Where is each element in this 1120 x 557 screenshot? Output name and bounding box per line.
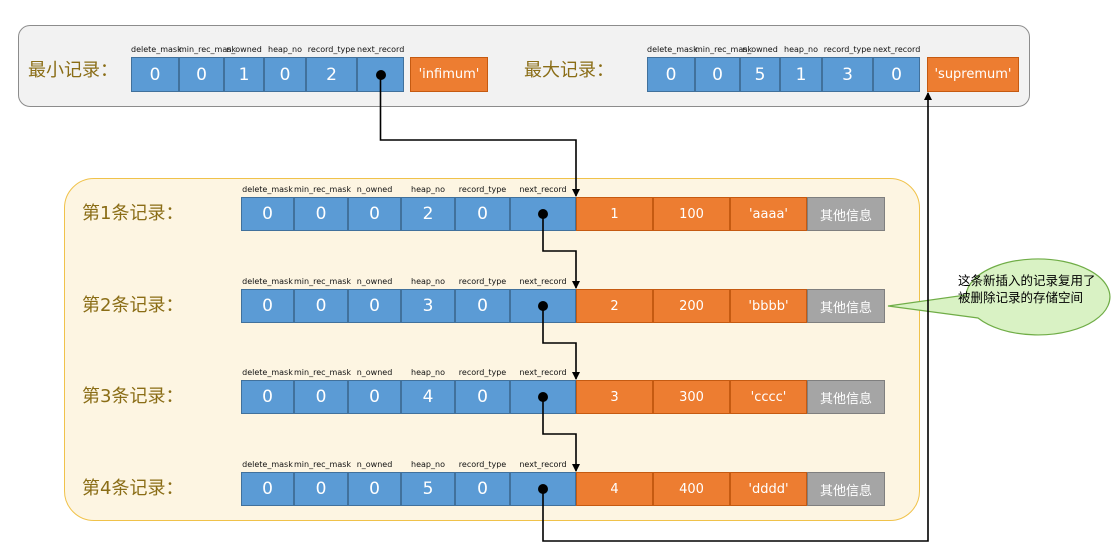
record-1-data-1-cell: 1 <box>576 197 653 231</box>
record-2-label: 第2条记录： <box>82 295 184 316</box>
supremum-row-label: 最大记录： <box>524 60 614 81</box>
record-2-next-record-dot <box>538 301 548 311</box>
record-4-data-2-cell: 400 <box>653 472 730 506</box>
record-2-data-1-cell: 2 <box>576 289 653 323</box>
record-3-header-delete-mask: delete_mask <box>242 368 293 377</box>
record-4-min-rec-mask-cell: 0 <box>294 472 348 506</box>
record-4-header-min-rec-mask: min_rec_mask <box>294 460 352 469</box>
infimum-n-owned-cell: 1 <box>224 57 264 92</box>
supremum-min-rec-mask-cell: 0 <box>695 57 740 92</box>
infimum-next-record-dot <box>375 69 386 80</box>
infimum-header-heap-no: heap_no <box>268 45 302 54</box>
record-3-header-next-record: next_record <box>519 368 567 377</box>
record-4-record-type-cell: 0 <box>455 472 510 506</box>
record-1-n-owned-cell: 0 <box>348 197 401 231</box>
record-3-other-info-cell: 其他信息 <box>807 380 885 414</box>
record-3-min-rec-mask-cell: 0 <box>294 380 348 414</box>
infimum-header-next-record: next_record <box>357 45 405 54</box>
record-3-header-heap-no: heap_no <box>411 368 445 377</box>
record-3-label: 第3条记录： <box>82 386 184 407</box>
record-1-heap-no-cell: 2 <box>401 197 455 231</box>
record-2-other-info-cell: 其他信息 <box>807 289 885 323</box>
supremum-header-heap-no: heap_no <box>784 45 818 54</box>
supremum-next-record-cell: 0 <box>873 57 920 92</box>
record-4-delete-mask-cell: 0 <box>241 472 294 506</box>
record-2-header-delete-mask: delete_mask <box>242 277 293 286</box>
infimum-header-min-rec-mask: min_rec_mask <box>179 45 237 54</box>
record-4-header-next-record: next_record <box>519 460 567 469</box>
record-2-n-owned-cell: 0 <box>348 289 401 323</box>
infimum-name-cell: 'infimum' <box>410 57 488 92</box>
record-4-header-record-type: record_type <box>458 460 507 469</box>
record-4-heap-no-cell: 5 <box>401 472 455 506</box>
record-3-header-n-owned: n_owned <box>356 368 393 377</box>
infimum-record-type-cell: 2 <box>306 57 357 92</box>
infimum-min-rec-mask-cell: 0 <box>179 57 224 92</box>
record-2-header-heap-no: heap_no <box>411 277 445 286</box>
record-1-header-heap-no: heap_no <box>411 185 445 194</box>
record-2-min-rec-mask-cell: 0 <box>294 289 348 323</box>
record-3-header-record-type: record_type <box>458 368 507 377</box>
record-4-data-3-cell: 'dddd' <box>730 472 807 506</box>
record-4-next-record-dot <box>538 484 548 494</box>
infimum-header-record-type: record_type <box>307 45 356 54</box>
record-2-heap-no-cell: 3 <box>401 289 455 323</box>
record-3-next-record-dot <box>538 392 548 402</box>
record-1-min-rec-mask-cell: 0 <box>294 197 348 231</box>
supremum-header-record-type: record_type <box>823 45 872 54</box>
record-2-data-3-cell: 'bbbb' <box>730 289 807 323</box>
supremum-name-cell: 'supremum' <box>927 57 1019 92</box>
record-4-n-owned-cell: 0 <box>348 472 401 506</box>
record-2-delete-mask-cell: 0 <box>241 289 294 323</box>
record-3-data-3-cell: 'cccc' <box>730 380 807 414</box>
record-3-heap-no-cell: 4 <box>401 380 455 414</box>
supremum-header-min-rec-mask: min_rec_mask <box>695 45 753 54</box>
supremum-header-next-record: next_record <box>873 45 921 54</box>
record-2-record-type-cell: 0 <box>455 289 510 323</box>
record-1-label: 第1条记录： <box>82 203 184 224</box>
infimum-header-n-owned: n_owned <box>226 45 262 54</box>
record-1-record-type-cell: 0 <box>455 197 510 231</box>
supremum-header-n-owned: n_owned <box>742 45 778 54</box>
record-1-other-info-cell: 其他信息 <box>807 197 885 231</box>
record-3-record-type-cell: 0 <box>455 380 510 414</box>
record-4-data-1-cell: 4 <box>576 472 653 506</box>
record-2-header-n-owned: n_owned <box>356 277 393 286</box>
record-1-header-n-owned: n_owned <box>356 185 393 194</box>
record-1-next-record-dot <box>538 209 548 219</box>
record-4-header-n-owned: n_owned <box>356 460 393 469</box>
supremum-header-delete-mask: delete_mask <box>647 45 698 54</box>
infimum-header-delete-mask: delete_mask <box>131 45 182 54</box>
record-3-data-2-cell: 300 <box>653 380 730 414</box>
record-1-delete-mask-cell: 0 <box>241 197 294 231</box>
record-3-data-1-cell: 3 <box>576 380 653 414</box>
record-4-header-heap-no: heap_no <box>411 460 445 469</box>
record-4-other-info-cell: 其他信息 <box>807 472 885 506</box>
record-1-data-3-cell: 'aaaa' <box>730 197 807 231</box>
record-4-header-delete-mask: delete_mask <box>242 460 293 469</box>
callout-text: 这条新插入的记录复用了被删除记录的存储空间 <box>958 273 1096 305</box>
record-1-header-delete-mask: delete_mask <box>242 185 293 194</box>
record-2-data-2-cell: 200 <box>653 289 730 323</box>
record-4-label: 第4条记录： <box>82 478 184 499</box>
record-2-header-next-record: next_record <box>519 277 567 286</box>
supremum-heap-no-cell: 1 <box>780 57 822 92</box>
infimum-heap-no-cell: 0 <box>264 57 306 92</box>
supremum-delete-mask-cell: 0 <box>647 57 695 92</box>
record-3-n-owned-cell: 0 <box>348 380 401 414</box>
record-1-data-2-cell: 100 <box>653 197 730 231</box>
record-2-header-min-rec-mask: min_rec_mask <box>294 277 352 286</box>
record-1-header-record-type: record_type <box>458 185 507 194</box>
supremum-n-owned-cell: 5 <box>740 57 780 92</box>
record-3-delete-mask-cell: 0 <box>241 380 294 414</box>
record-1-header-next-record: next_record <box>519 185 567 194</box>
infimum-row-label: 最小记录： <box>28 60 118 81</box>
supremum-record-type-cell: 3 <box>822 57 873 92</box>
record-1-header-min-rec-mask: min_rec_mask <box>294 185 352 194</box>
infimum-delete-mask-cell: 0 <box>131 57 179 92</box>
record-2-header-record-type: record_type <box>458 277 507 286</box>
record-3-header-min-rec-mask: min_rec_mask <box>294 368 352 377</box>
